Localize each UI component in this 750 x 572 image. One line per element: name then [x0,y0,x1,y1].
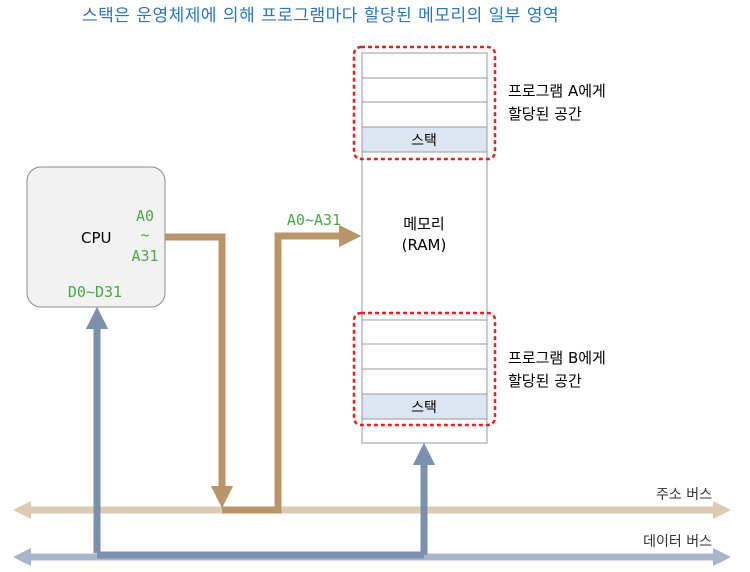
cpu-address-separator: ~ [140,226,149,244]
program-a-line2: 할당된 공간 [508,105,582,123]
cpu-box: CPU A0 ~ A31 D0~D31 [26,166,166,308]
cpu-data-range: D0~D31 [68,283,122,301]
data-lines [85,306,436,559]
stack-b-label: 스택 [411,400,437,416]
program-b-slots: 스택 [361,319,488,420]
address-arrow-label: A0~A31 [287,211,341,229]
address-lines: A0~A31 [165,211,362,514]
program-b-line1: 프로그램 B에게 [508,349,606,367]
program-a-line1: 프로그램 A에게 [508,82,606,100]
cpu-address-start: A0 [136,207,154,225]
program-b-frame [352,311,497,427]
stack-a-label: 스택 [411,133,437,149]
address-bus: 주소 버스 [12,487,732,520]
program-a-slots: 스택 [361,77,488,153]
memory-sublabel: (RAM) [402,236,447,254]
cpu-address-end: A31 [131,247,158,265]
memory-label: 메모리 [403,215,444,233]
program-b-line2: 할당된 공간 [508,372,582,390]
stack-b [361,393,488,420]
address-bus-label: 주소 버스 [656,487,712,503]
memory-block: 스택 메모리 (RAM) 스택 [361,52,488,444]
cpu-label: CPU [81,229,112,247]
page-title: 스택은 운영체제에 의해 프로그램마다 할당된 메모리의 일부 영역 [82,6,560,26]
data-bus-label: 데이터 버스 [643,534,712,550]
program-a-frame [352,45,497,161]
